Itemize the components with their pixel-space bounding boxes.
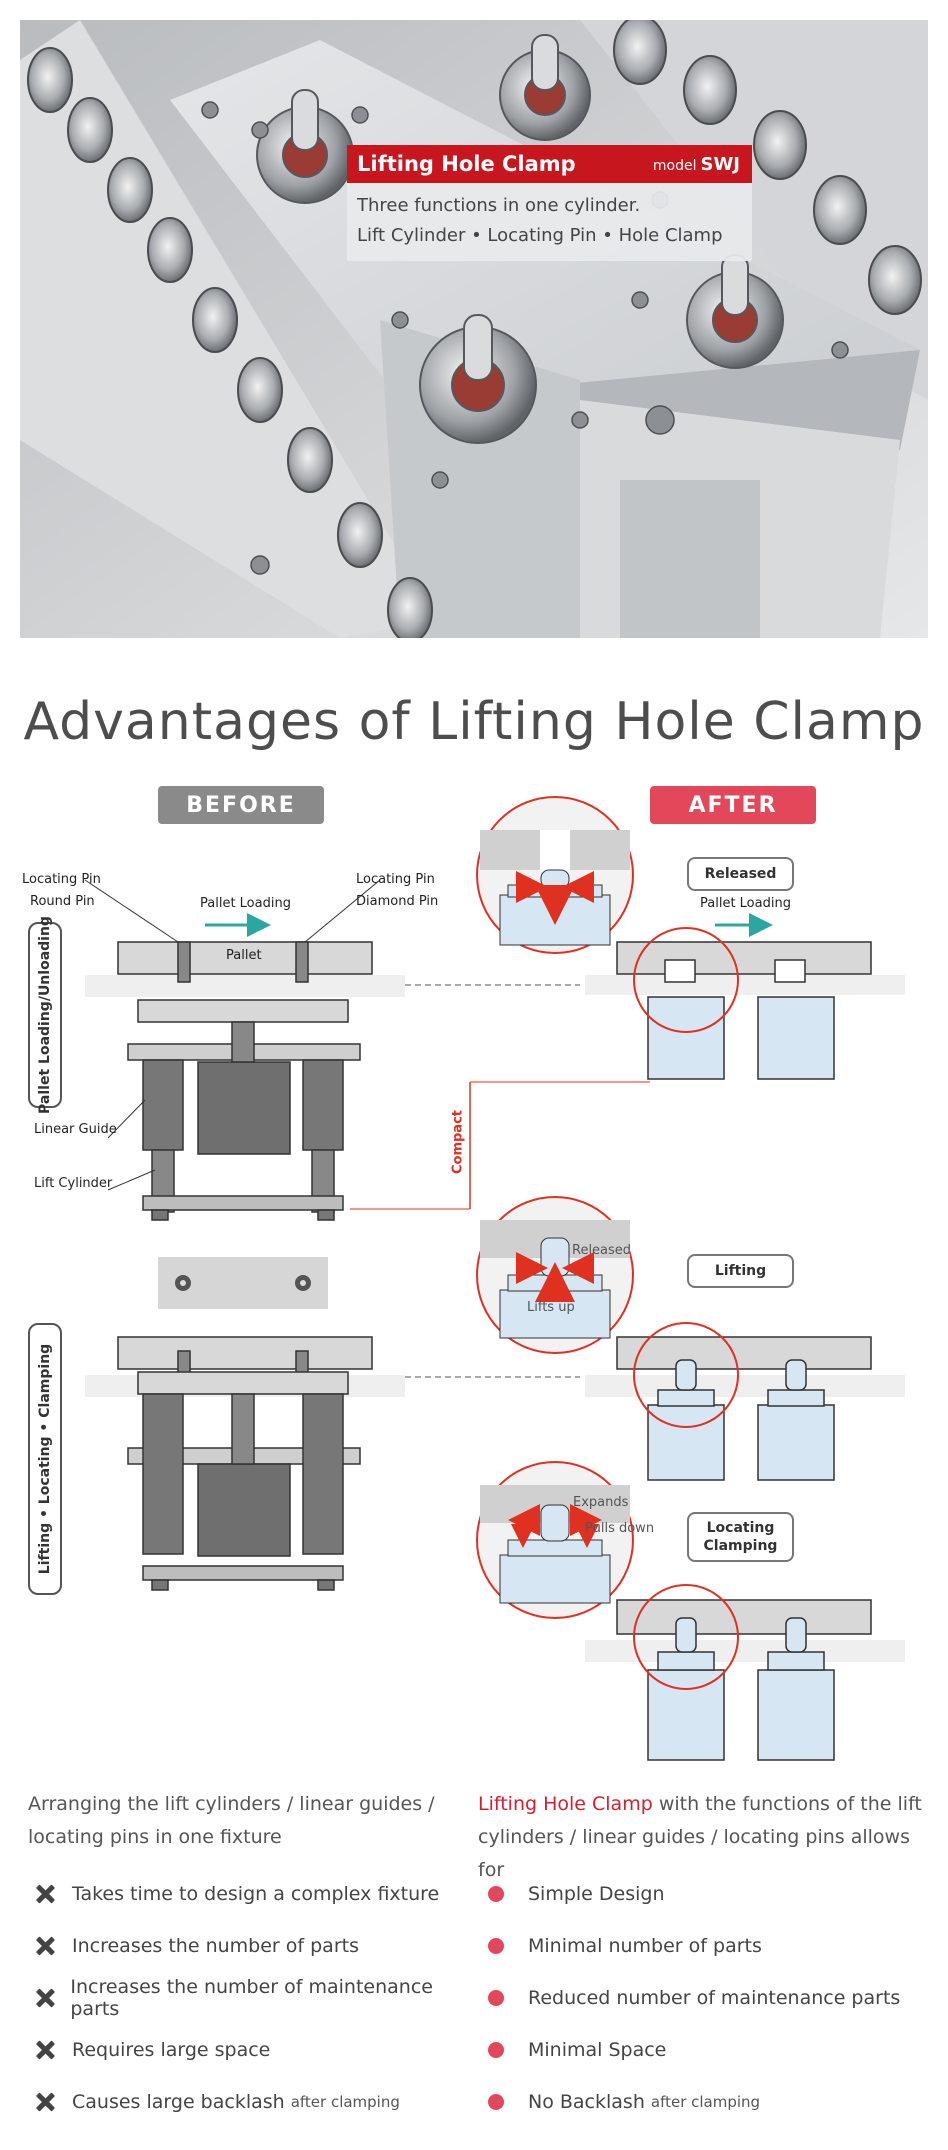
label-pallet-loading-after: Pallet Loading bbox=[700, 896, 791, 911]
model-code: SWJ bbox=[700, 153, 740, 175]
list-item: Reduced number of maintenance parts bbox=[486, 1972, 926, 2024]
label-linear-guide: Linear Guide bbox=[34, 1122, 117, 1137]
list-item: No Backlash after clamping bbox=[486, 2076, 926, 2128]
product-tag-body: Three functions in one cylinder. Lift Cy… bbox=[347, 183, 752, 261]
step-released: Released bbox=[687, 857, 794, 891]
label-compact: Compact bbox=[448, 1110, 468, 1174]
list-item: Increases the number of maintenance part… bbox=[36, 1972, 456, 2024]
bullet-dot-icon bbox=[488, 1886, 504, 1902]
before-intro-line2: locating pins in one fixture bbox=[28, 1826, 282, 1848]
cross-icon bbox=[36, 1937, 54, 1955]
before-badge: BEFORE bbox=[158, 786, 324, 824]
after-fixture-clamping bbox=[585, 1599, 905, 1761]
side-label-loading-text: Pallet Loading/Unloading bbox=[37, 916, 53, 1114]
side-label-clamping-text: Lifting • Locating • Clamping bbox=[37, 1343, 53, 1575]
before-fixture-clamping bbox=[85, 1336, 405, 1591]
before-list: Takes time to design a complex fixture I… bbox=[36, 1868, 456, 2128]
step-locating: Locating bbox=[706, 1520, 775, 1536]
after-badge: AFTER bbox=[650, 786, 816, 824]
label-lift-cylinder: Lift Cylinder bbox=[34, 1176, 113, 1191]
label-diamond-pin: Diamond Pin bbox=[356, 894, 439, 909]
side-label-clamping: Lifting • Locating • Clamping bbox=[28, 1323, 62, 1595]
side-label-loading: Pallet Loading/Unloading bbox=[28, 916, 62, 1114]
cross-icon bbox=[36, 1885, 54, 1903]
step-clamping: Clamping bbox=[703, 1538, 778, 1554]
list-item: Requires large space bbox=[36, 2024, 456, 2076]
before-intro-line1: Arranging the lift cylinders / linear gu… bbox=[28, 1793, 435, 1815]
list-item-note: after clamping bbox=[650, 2093, 761, 2111]
bullet-dot-icon bbox=[488, 1990, 504, 2006]
product-functions: Lift Cylinder • Locating Pin • Hole Clam… bbox=[357, 225, 723, 246]
detail-label-expands: Expands bbox=[573, 1495, 629, 1510]
detail-lifting bbox=[476, 1196, 634, 1354]
list-item: Minimal number of parts bbox=[486, 1920, 926, 1972]
before-fixture-loading bbox=[85, 941, 405, 1221]
label-pallet: Pallet bbox=[226, 948, 262, 963]
after-list: Simple Design Minimal number of parts Re… bbox=[486, 1868, 926, 2128]
list-item: Takes time to design a complex fixture bbox=[36, 1868, 456, 1920]
after-fixture-released bbox=[585, 941, 905, 1080]
detail-released bbox=[476, 796, 634, 954]
cross-icon bbox=[36, 1989, 52, 2007]
after-fixture-lifting bbox=[585, 1336, 905, 1481]
detail-label-pulls-down: Pulls down bbox=[585, 1521, 655, 1536]
comparison-diagram bbox=[84, 796, 905, 1761]
label-locating-pin-right: Locating Pin bbox=[356, 872, 435, 887]
list-item-text: Takes time to design a complex fixture bbox=[72, 1883, 440, 1905]
bullet-dot-icon bbox=[488, 1938, 504, 1954]
detail-clamping bbox=[476, 1461, 634, 1619]
cross-icon bbox=[36, 2041, 54, 2059]
list-item: Increases the number of parts bbox=[36, 1920, 456, 1972]
page-title: Advantages of Lifting Hole Clamp bbox=[23, 692, 925, 752]
list-item: Causes large backlash after clamping bbox=[36, 2076, 456, 2128]
after-intro-product: Lifting Hole Clamp bbox=[478, 1793, 653, 1815]
bullet-dot-icon bbox=[488, 2042, 504, 2058]
hero-photo bbox=[20, 20, 928, 638]
list-item: Simple Design bbox=[486, 1868, 926, 1920]
step-locating-clamping: Locating Clamping bbox=[687, 1512, 794, 1562]
list-item-note: after clamping bbox=[290, 2093, 400, 2111]
after-intro: Lifting Hole Clamp with the functions of… bbox=[478, 1788, 938, 1887]
list-item-text: No Backlash bbox=[528, 2091, 645, 2113]
product-tagline: Three functions in one cylinder. bbox=[357, 195, 641, 216]
after-intro-line2: cylinders / linear guides / locating pin… bbox=[478, 1826, 910, 1881]
list-item-text: Simple Design bbox=[528, 1883, 665, 1905]
detail-label-released: Released bbox=[572, 1243, 632, 1258]
before-intro: Arranging the lift cylinders / linear gu… bbox=[28, 1788, 458, 1854]
list-item-text: Increases the number of maintenance part… bbox=[70, 1976, 433, 2020]
bullet-dot-icon bbox=[488, 2094, 504, 2110]
list-item-text: Minimal Space bbox=[528, 2039, 667, 2061]
label-round-pin: Round Pin bbox=[30, 894, 95, 909]
after-intro-line1: Lifting Hole Clamp with the functions of… bbox=[478, 1788, 938, 1821]
label-compact-text: Compact bbox=[450, 1109, 466, 1175]
list-item-text: Reduced number of maintenance parts bbox=[528, 1987, 901, 2009]
model-prefix: model bbox=[652, 157, 697, 174]
list-item-text: Requires large space bbox=[72, 2039, 271, 2061]
list-item: Minimal Space bbox=[486, 2024, 926, 2076]
detail-label-lifts-up: Lifts up bbox=[527, 1300, 575, 1315]
list-item-text: Increases the number of parts bbox=[72, 1935, 359, 1957]
product-name: Lifting Hole Clamp bbox=[357, 152, 576, 176]
label-pallet-loading-before: Pallet Loading bbox=[200, 896, 291, 911]
cross-icon bbox=[36, 2093, 54, 2111]
list-item-text: Minimal number of parts bbox=[528, 1935, 762, 1957]
after-intro-rest: with the functions of the lift bbox=[652, 1793, 922, 1815]
label-locating-pin-left: Locating Pin bbox=[22, 872, 101, 887]
list-item-text: Causes large backlash bbox=[72, 2091, 285, 2113]
step-lifting: Lifting bbox=[687, 1254, 794, 1288]
